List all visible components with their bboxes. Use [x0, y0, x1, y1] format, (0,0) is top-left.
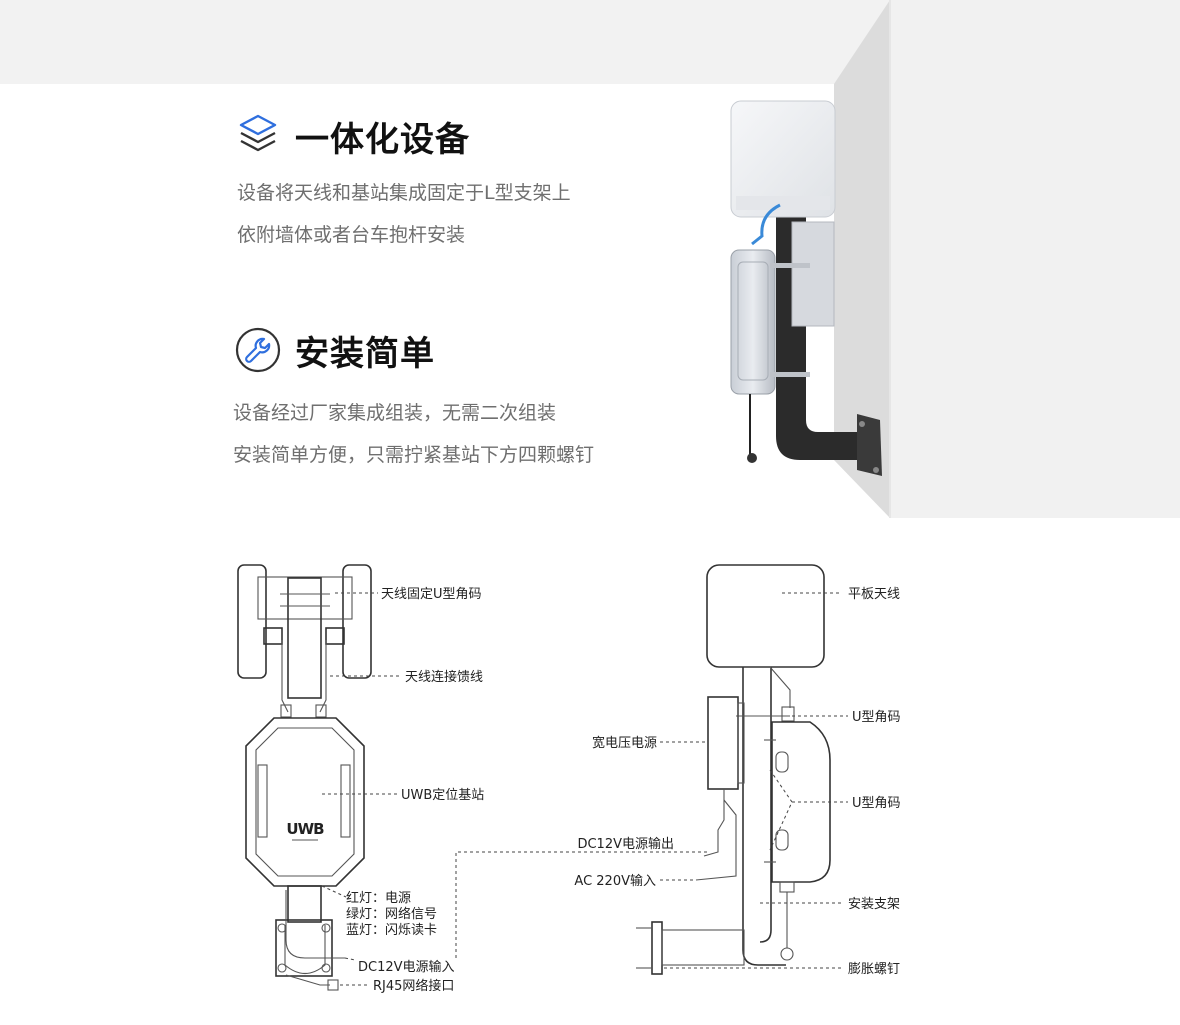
- wall-front-face: [890, 0, 1180, 518]
- power-supply: [791, 221, 835, 327]
- feature-line: 设备将天线和基站集成固定于L型支架上: [237, 182, 571, 204]
- label-led-blue: 蓝灯：闪烁读卡: [346, 923, 437, 938]
- feature-title: 一体化设备: [295, 119, 470, 160]
- label-ac-input: AC 220V输入: [574, 873, 656, 889]
- label-dc-output: DC12V电源输出: [577, 836, 674, 852]
- label-dc-input: DC12V电源输入: [358, 959, 455, 975]
- label-base-station: UWB定位基站: [401, 788, 484, 803]
- dc-link-line: [455, 851, 708, 958]
- label-mount: 安装支架: [848, 897, 900, 912]
- feature-integrated: 一体化设备 设备将天线和基站集成固定于L型支架上 依附墙体或者台车抱杆安装: [233, 108, 571, 256]
- feature-line: 依附墙体或者台车抱杆安装: [237, 224, 466, 246]
- panel-antenna: [730, 100, 836, 218]
- label-psu: 宽电压电源: [592, 735, 657, 751]
- front-view: UWB 天线固定U型角码 天线连接馈线 UWB定位基站 红灯：电源 绿灯：网络信…: [237, 564, 484, 994]
- wrench-icon: [235, 327, 281, 373]
- layers-icon: [239, 114, 277, 152]
- feature-title: 安装简单: [295, 333, 435, 374]
- label-led-red: 红灯：电源: [346, 890, 411, 906]
- base-station: [730, 249, 776, 395]
- blue-cable: [751, 203, 781, 246]
- side-view: 平板天线 U型角码 宽电压电源 U型角码 DC12V电源输出 AC 220V输入…: [574, 564, 901, 977]
- uwb-mark: UWB: [286, 820, 324, 838]
- feature-easy-install: 安装简单 设备经过厂家集成组装，无需二次组装 安装简单方便，只需拧紧基站下方四颗…: [233, 322, 594, 476]
- feature-line: 安装简单方便，只需拧紧基站下方四颗螺钉: [233, 444, 595, 466]
- label-feeder: 天线连接馈线: [405, 669, 483, 685]
- feature-line: 设备经过厂家集成组装，无需二次组装: [233, 402, 557, 424]
- label-bolt: 膨胀螺钉: [848, 962, 900, 977]
- label-panel-antenna: 平板天线: [848, 587, 900, 602]
- label-antenna-bracket: 天线固定U型角码: [381, 587, 482, 602]
- label-u-bracket-2: U型角码: [852, 796, 901, 811]
- wall-plate: [857, 414, 882, 476]
- label-u-bracket-1: U型角码: [852, 710, 901, 725]
- label-led-green: 绿灯：网络信号: [346, 906, 437, 922]
- label-rj45: RJ45网络接口: [373, 978, 454, 994]
